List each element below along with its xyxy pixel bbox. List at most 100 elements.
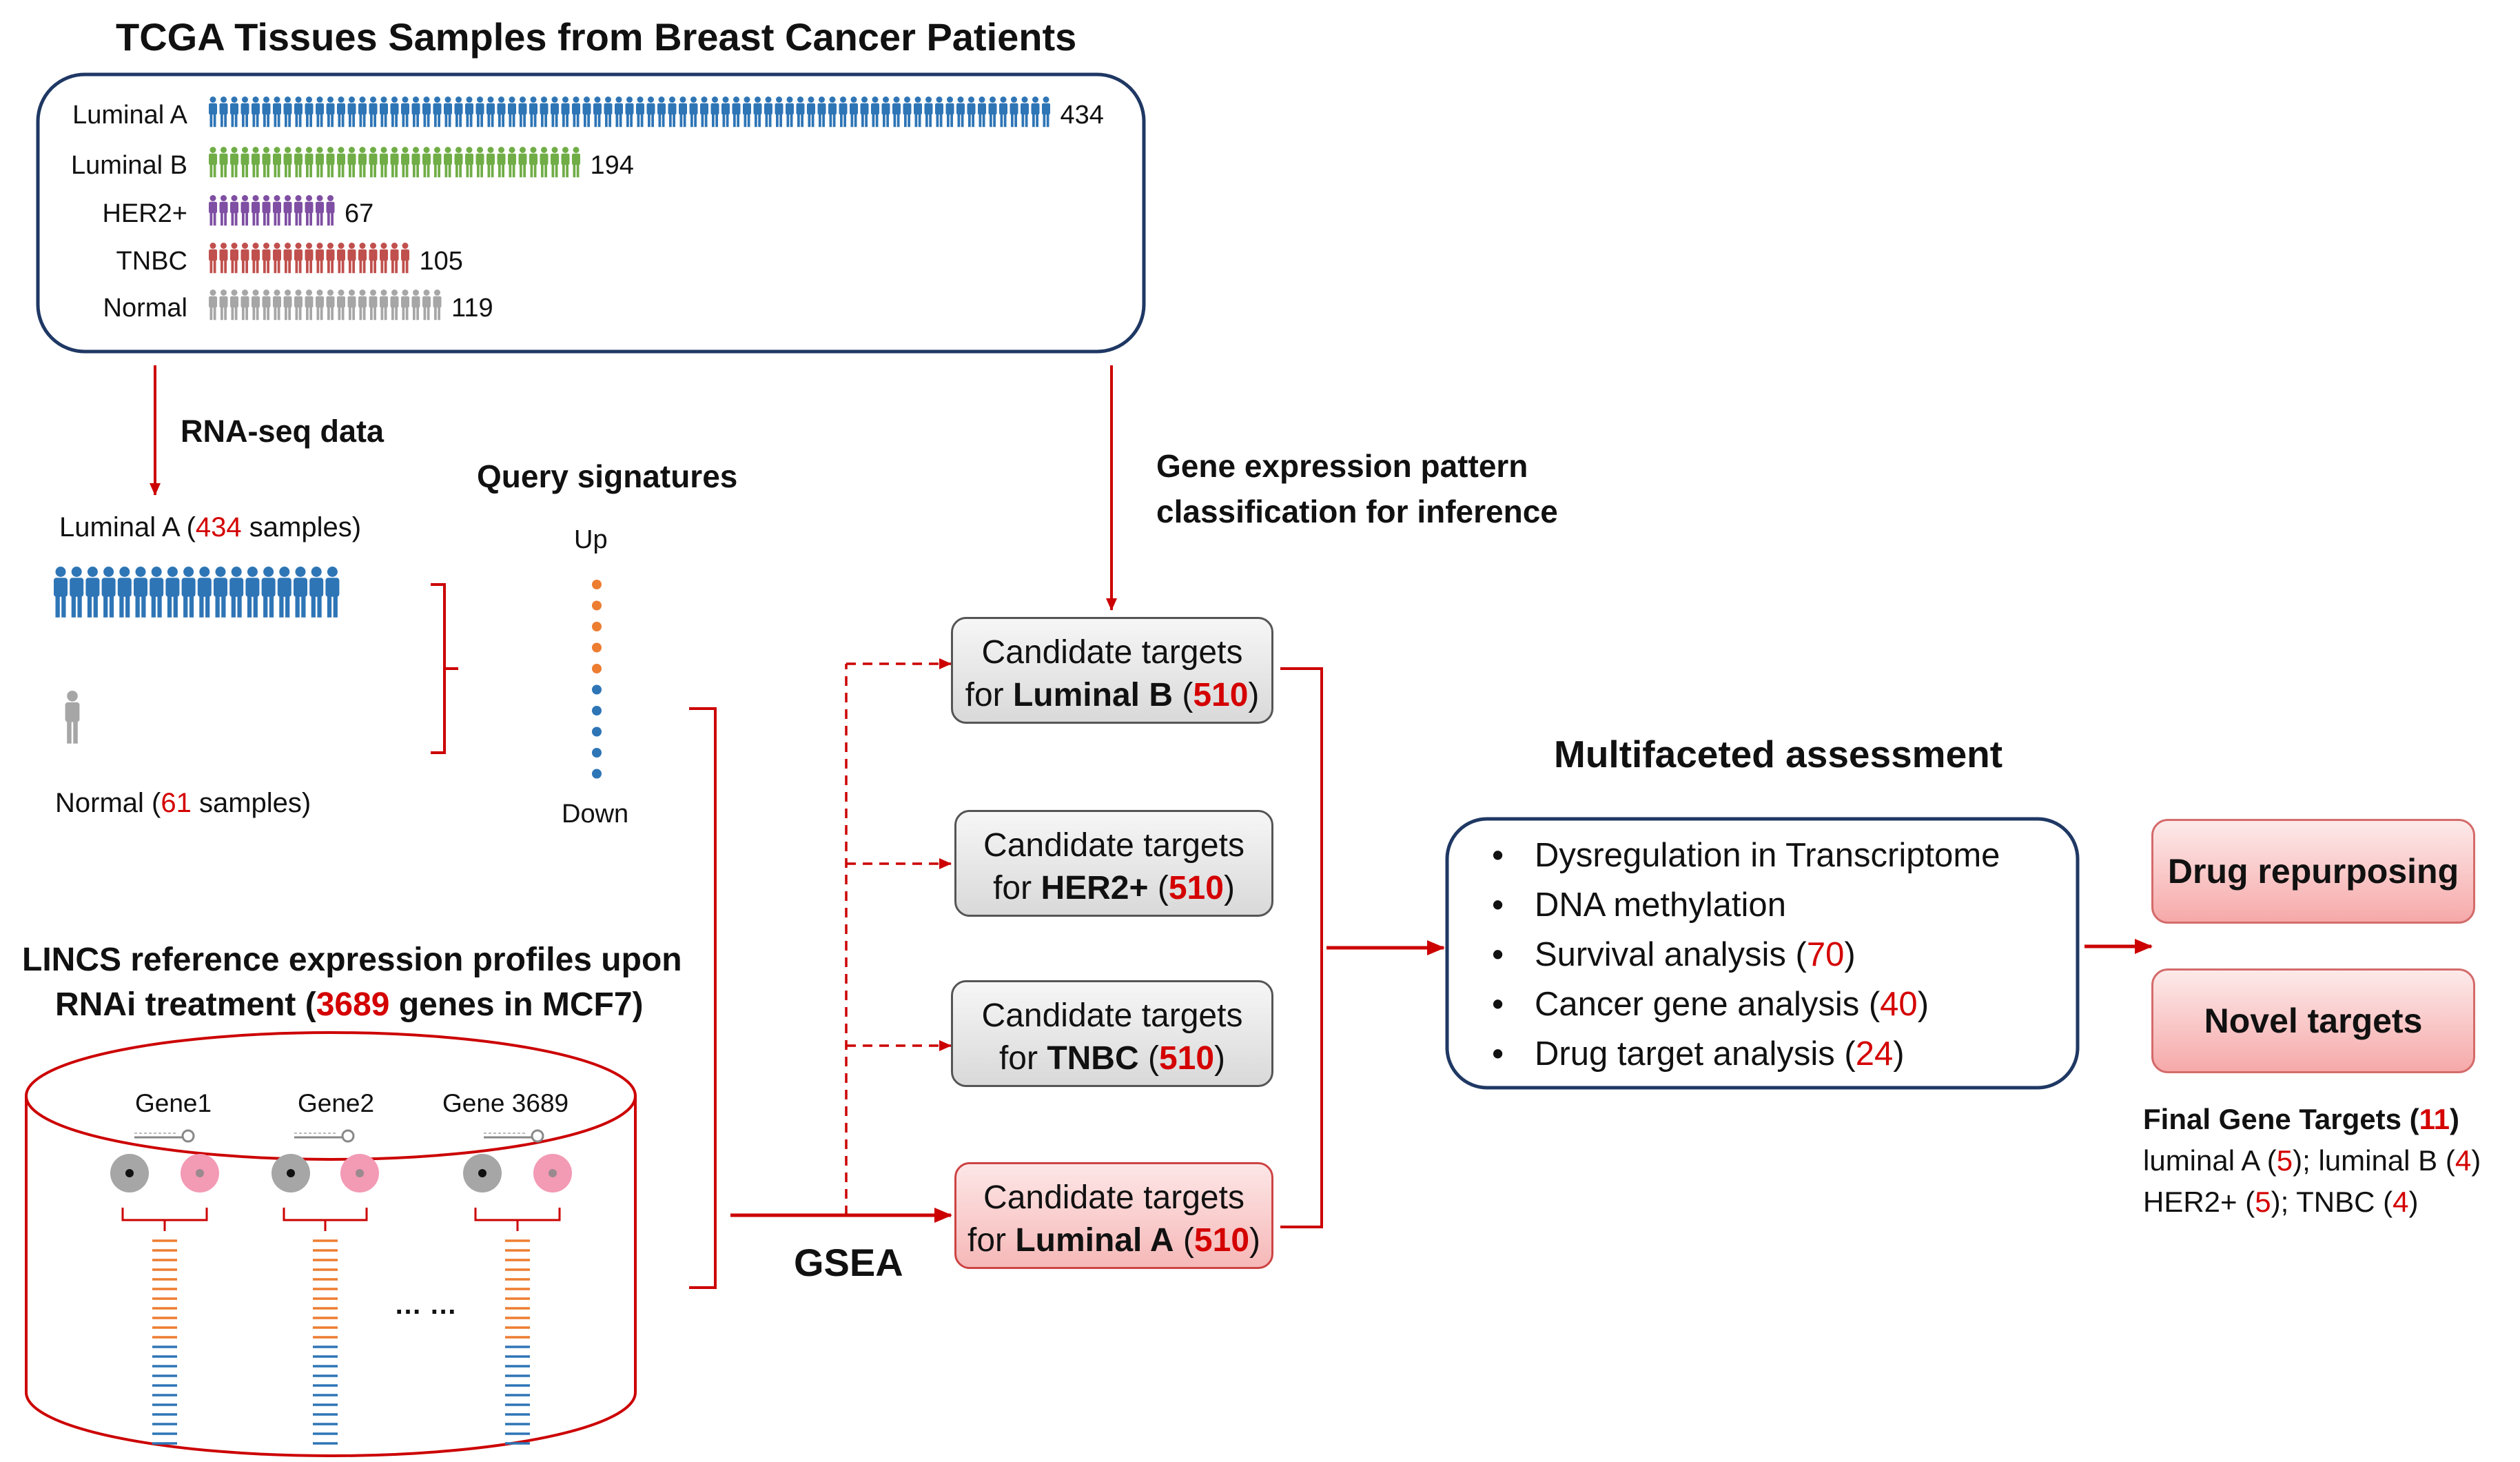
assessment-item-drug-target: Drug target analysis (24) bbox=[1492, 1029, 2000, 1079]
person-icon bbox=[219, 195, 228, 226]
person-icon bbox=[518, 97, 527, 128]
person-icon bbox=[732, 97, 741, 128]
person-icon bbox=[240, 290, 249, 321]
up-gene-dot bbox=[592, 580, 602, 589]
person-icon bbox=[679, 97, 687, 128]
person-icon bbox=[582, 97, 591, 128]
person-icon bbox=[422, 290, 431, 321]
person-icon bbox=[326, 243, 335, 274]
gsea-label: GSEA bbox=[794, 1241, 903, 1284]
gene-profile bbox=[272, 1129, 379, 1445]
person-icon bbox=[945, 97, 954, 128]
down-gene-dot bbox=[592, 769, 602, 779]
person-icon bbox=[181, 567, 196, 618]
person-icon bbox=[636, 97, 644, 128]
down-gene-dot bbox=[592, 727, 602, 737]
final-targets-title: Final Gene Targets (11) bbox=[2143, 1103, 2460, 1135]
person-icon bbox=[561, 147, 570, 178]
novel-targets-box: Novel targets bbox=[2151, 968, 2475, 1073]
tcga-row-count: 105 bbox=[419, 247, 463, 276]
gene2-label: Gene2 bbox=[298, 1089, 375, 1117]
person-icon bbox=[283, 97, 292, 128]
person-icon bbox=[305, 290, 314, 321]
person-icon bbox=[230, 243, 238, 274]
person-icon bbox=[347, 147, 356, 178]
person-icon bbox=[786, 97, 794, 128]
sample-bracket bbox=[431, 583, 458, 754]
person-icon bbox=[401, 243, 409, 274]
person-icon bbox=[347, 243, 356, 274]
person-icon bbox=[881, 97, 890, 128]
person-icon bbox=[369, 97, 378, 128]
person-icon bbox=[935, 97, 943, 128]
assessment-item-methylation: DNA methylation bbox=[1492, 880, 2000, 930]
person-icon bbox=[209, 243, 217, 274]
person-icon bbox=[422, 147, 431, 178]
person-icon bbox=[444, 97, 452, 128]
assessment-title: Multifaceted assessment bbox=[1554, 733, 2003, 775]
tcga-row-count: 194 bbox=[590, 151, 634, 180]
person-icon bbox=[230, 195, 238, 226]
person-icon bbox=[316, 147, 324, 178]
person-icon bbox=[305, 195, 314, 226]
person-icon bbox=[337, 97, 345, 128]
person-icon bbox=[369, 243, 378, 274]
person-icon bbox=[316, 97, 324, 128]
person-icon bbox=[219, 97, 228, 128]
tcga-row-label: Luminal B bbox=[71, 151, 187, 180]
person-icon bbox=[721, 97, 730, 128]
person-icon bbox=[380, 243, 388, 274]
tcga-row-label: Normal bbox=[103, 294, 187, 323]
person-icon bbox=[839, 97, 848, 128]
person-icon bbox=[422, 97, 431, 128]
person-icon bbox=[337, 290, 345, 321]
tcga-row-label: TNBC bbox=[116, 247, 187, 276]
person-icon bbox=[572, 147, 580, 178]
person-icon bbox=[497, 147, 506, 178]
up-gene-dot bbox=[592, 664, 602, 673]
tcga-row-label: Luminal A bbox=[72, 101, 187, 130]
person-icon bbox=[390, 147, 399, 178]
person-icon bbox=[150, 567, 164, 618]
person-icon bbox=[252, 243, 260, 274]
person-icon bbox=[615, 97, 623, 128]
lincs-gene-profiles bbox=[110, 1129, 572, 1445]
person-icon bbox=[411, 290, 420, 321]
luminal-a-sample-people bbox=[54, 567, 340, 618]
person-icon bbox=[283, 243, 292, 274]
inference-label-line2: classification for inference bbox=[1156, 494, 1558, 529]
person-icon bbox=[657, 97, 666, 128]
lincs-title-line2: RNAi treatment (3689 genes in MCF7) bbox=[55, 986, 644, 1023]
person-icon bbox=[433, 147, 442, 178]
person-icon bbox=[956, 97, 965, 128]
person-icon bbox=[230, 97, 238, 128]
person-icon bbox=[283, 195, 292, 226]
person-icon bbox=[764, 97, 772, 128]
person-icon bbox=[316, 290, 324, 321]
person-icon bbox=[240, 147, 249, 178]
candidate-box-luminal-a: Candidate targets for Luminal A (510) bbox=[954, 1162, 1273, 1269]
person-icon bbox=[817, 97, 826, 128]
up-gene-dot bbox=[592, 642, 602, 653]
person-icon bbox=[240, 97, 249, 128]
down-gene-dot bbox=[592, 706, 602, 715]
person-icon bbox=[326, 195, 335, 226]
query-down-label: Down bbox=[562, 800, 629, 829]
assessment-list: Dysregulation in Transcriptome DNA methy… bbox=[1492, 831, 2000, 1079]
person-icon bbox=[433, 290, 442, 321]
person-icon bbox=[273, 195, 281, 226]
person-icon bbox=[497, 97, 506, 128]
gene-profile bbox=[463, 1129, 572, 1445]
person-icon bbox=[197, 567, 212, 618]
person-icon bbox=[305, 243, 314, 274]
candidate-box-tnbc: Candidate targets for TNBC (510) bbox=[951, 980, 1273, 1087]
person-icon bbox=[807, 97, 815, 128]
person-icon bbox=[1010, 97, 1018, 128]
person-icon bbox=[70, 567, 84, 618]
tcga-row-label: HER2+ bbox=[102, 199, 187, 228]
person-icon bbox=[252, 290, 260, 321]
person-icon bbox=[390, 290, 399, 321]
person-icon bbox=[219, 243, 228, 274]
person-icon bbox=[369, 147, 378, 178]
lincs-title-line1: LINCS reference expression profiles upon bbox=[22, 942, 682, 978]
